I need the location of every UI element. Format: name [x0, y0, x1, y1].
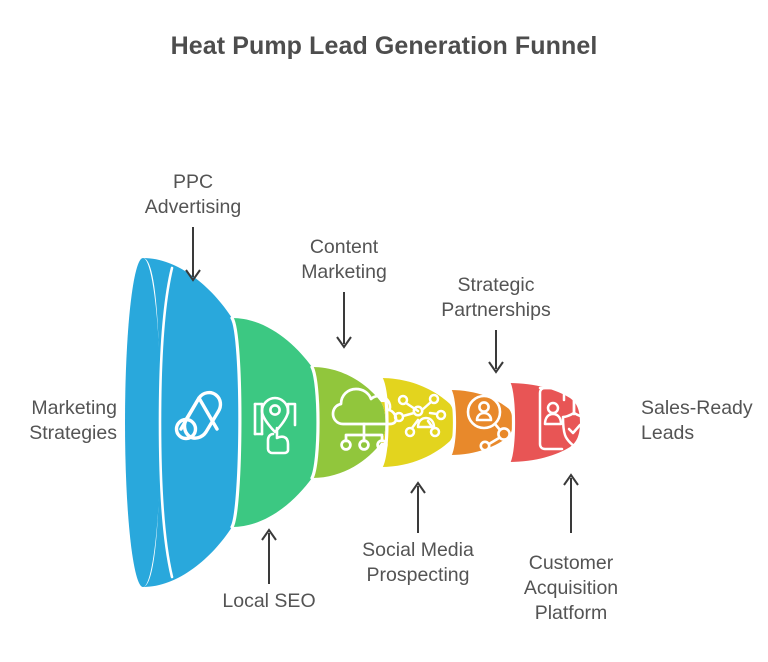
funnel-segment-2[interactable] [230, 316, 318, 529]
funnel-mouth-ellipse [125, 258, 161, 587]
map-pin-hand-icon [253, 396, 297, 455]
arrow-strategic-partnerships [488, 330, 504, 374]
funnel-entry-label: Marketing Strategies [29, 397, 117, 444]
funnel-segment-3-body [312, 367, 386, 478]
funnel-segment-6-divider [507, 381, 516, 464]
user-search-share-icon [466, 394, 511, 452]
funnel-segment-4-divider [379, 376, 389, 469]
id-card-verified-icon [538, 386, 587, 451]
funnel-mouth-rim-line [158, 266, 174, 579]
funnel-segment-1[interactable] [125, 258, 240, 587]
stage-label-local-seo: Local SEO [222, 590, 316, 612]
arrow-customer-acquisition-platform [563, 473, 579, 533]
funnel-segment-2-divider [230, 316, 242, 529]
stage-label-social-media-prospecting: Social Media Prospecting [362, 539, 474, 586]
arrow-content-marketing [336, 292, 352, 349]
stage-label-strategic-partnerships: Strategic Partnerships [441, 274, 551, 321]
arrow-social-media-prospecting [410, 481, 426, 533]
stage-label-ppc-advertising: PPC Advertising [144, 171, 242, 218]
funnel-segment-5-divider [448, 388, 457, 457]
google-ads-icon [174, 390, 223, 441]
arrow-ppc-advertising [185, 227, 201, 282]
page-title: Heat Pump Lead Generation Funnel [170, 32, 598, 60]
network-people-icon [393, 393, 447, 438]
funnel-segment-2-body [232, 318, 318, 527]
funnel-exit-label: Sales-Ready Leads [641, 397, 753, 444]
stage-label-customer-acquisition-platform: Customer Acquisition Platform [523, 552, 619, 624]
funnel-segment-3-divider [310, 365, 320, 480]
funnel-segment-3[interactable] [310, 365, 386, 480]
arrow-local-seo [261, 528, 277, 584]
stage-label-content-marketing: Content Marketing [301, 236, 387, 283]
label-arrows [185, 227, 579, 584]
